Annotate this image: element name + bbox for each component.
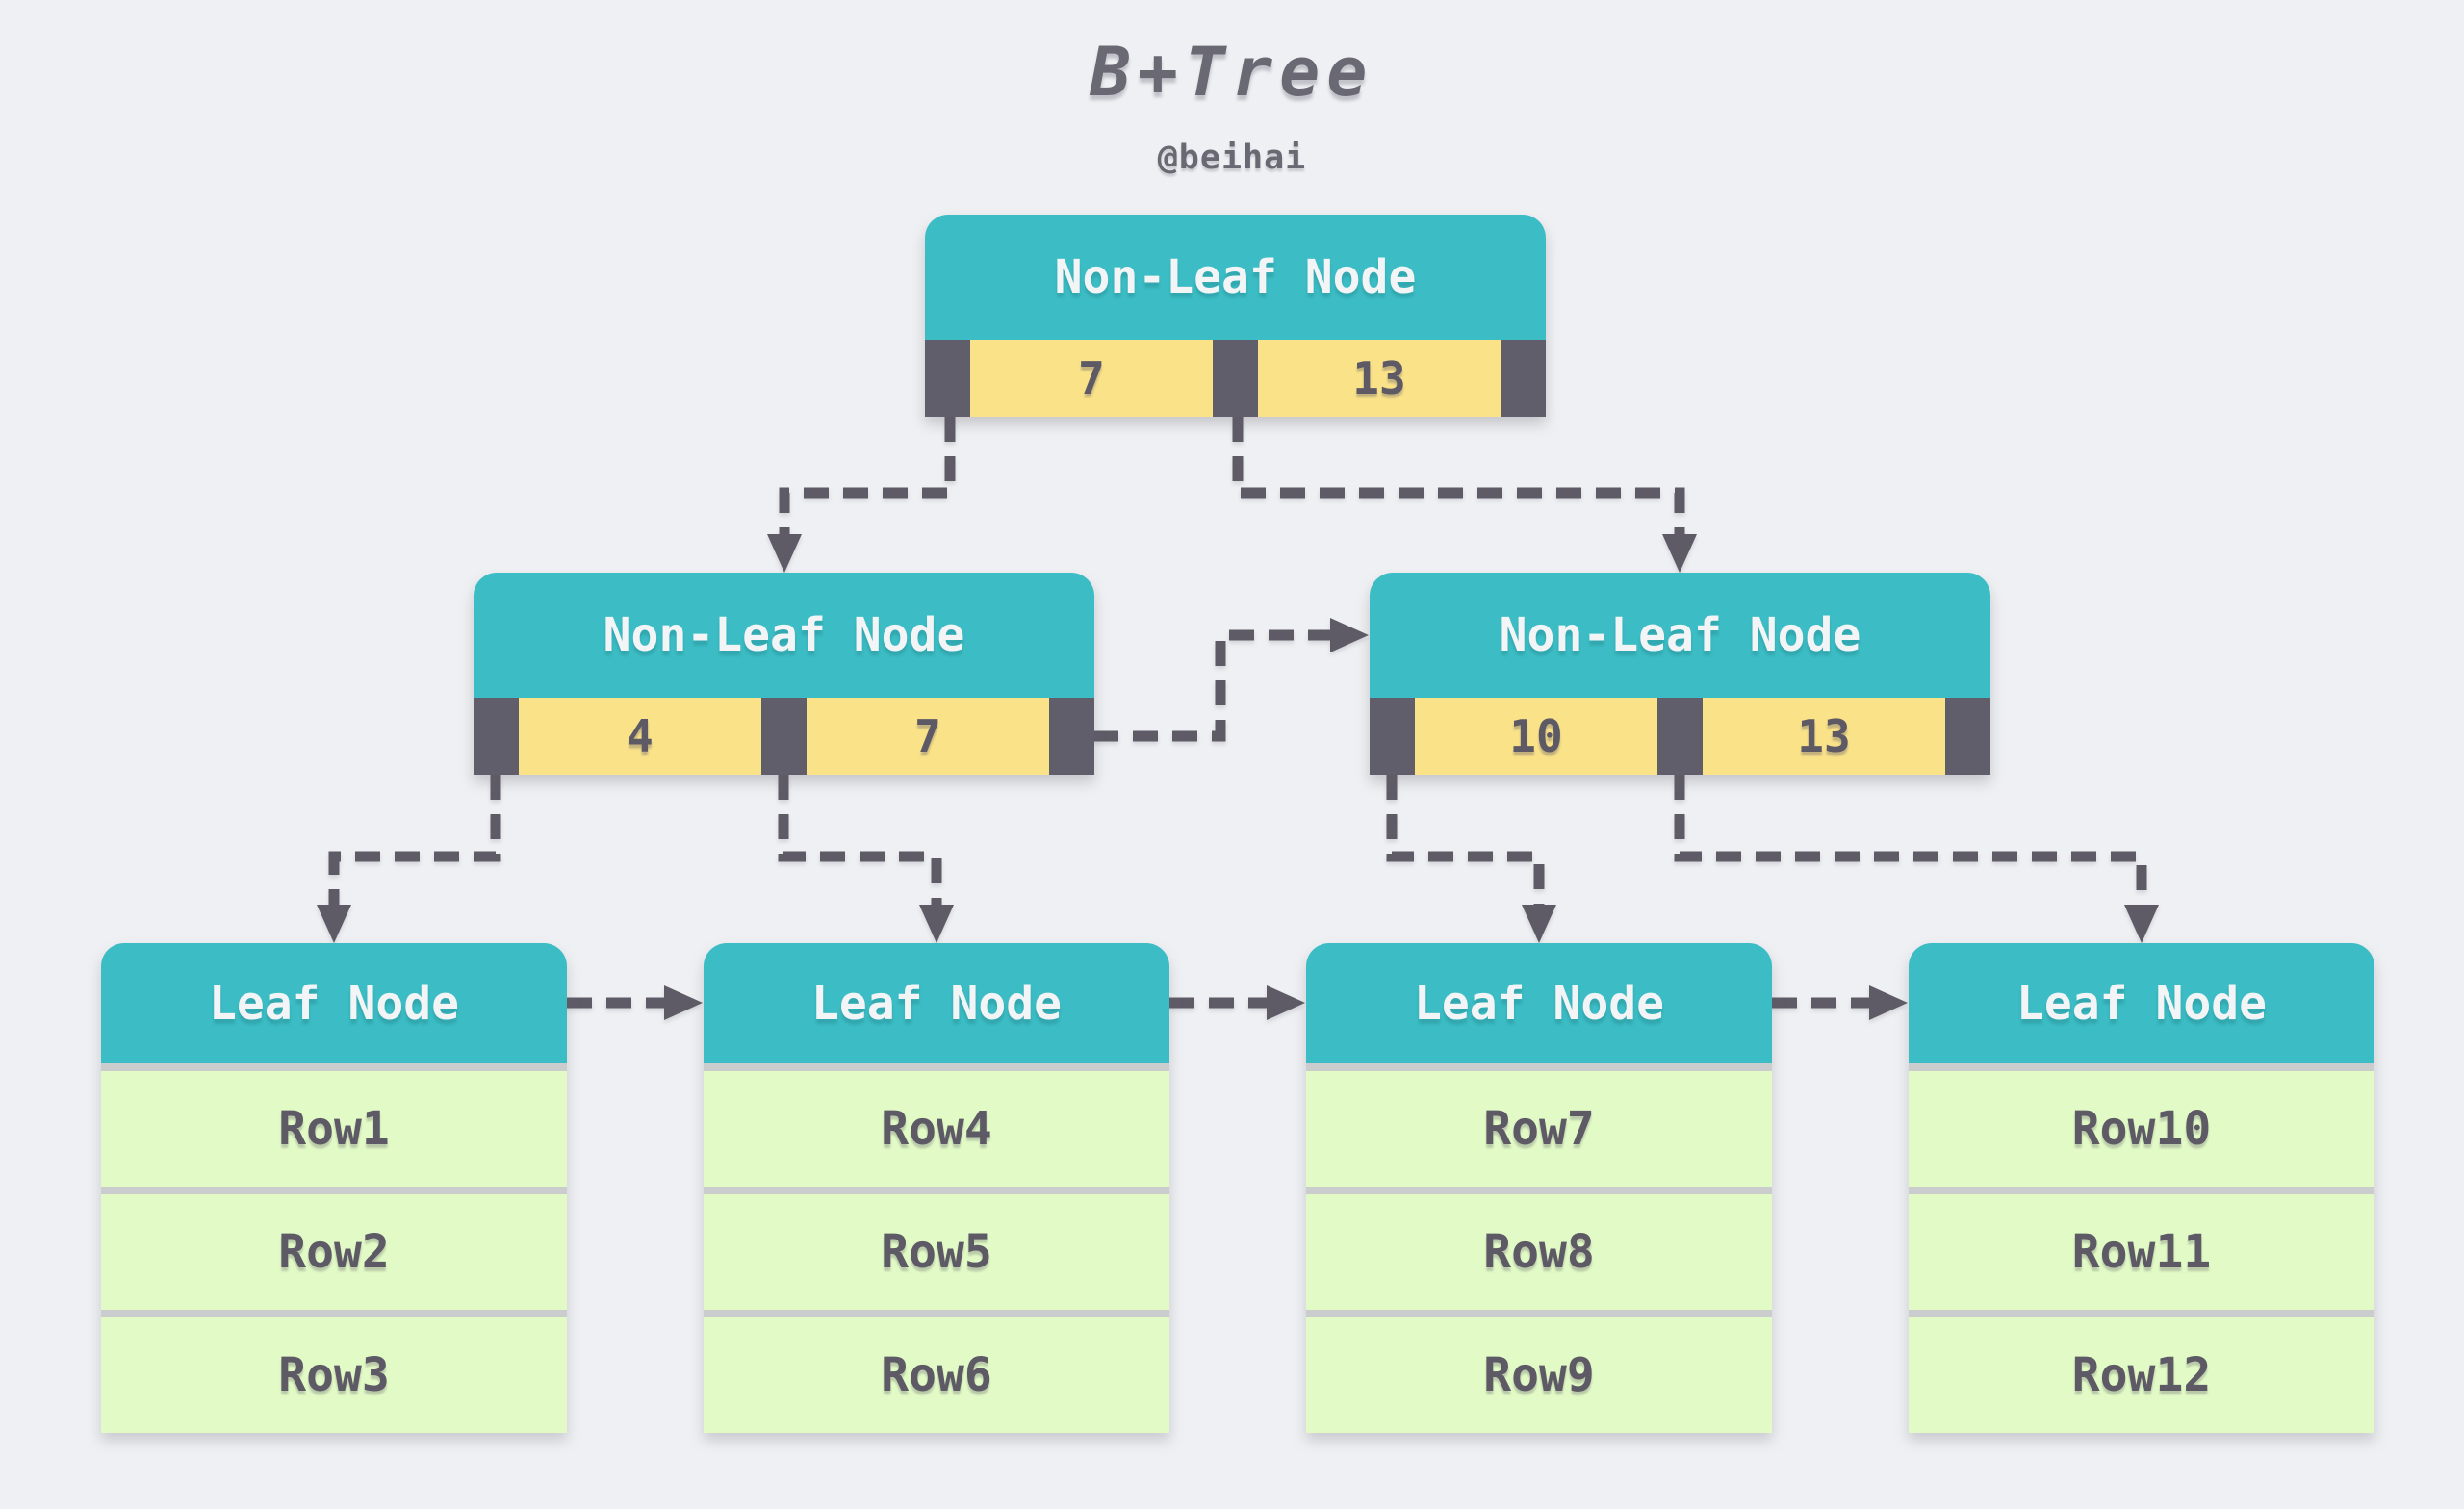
edge-internal-right-to-leaf-4 xyxy=(1674,775,2159,943)
table-row: Row10 xyxy=(1909,1071,2374,1187)
node-title: Leaf Node xyxy=(101,943,567,1063)
row-list: Row1 Row2 Row3 xyxy=(101,1063,567,1433)
node-title: Leaf Node xyxy=(704,943,1169,1063)
table-row: Row9 xyxy=(1306,1317,1772,1433)
key-cell: 13 xyxy=(1703,698,1945,775)
key-cell: 7 xyxy=(970,340,1213,417)
table-row: Row12 xyxy=(1909,1317,2374,1433)
edge-internal-left-to-leaf-2 xyxy=(778,775,954,943)
pointer-cell xyxy=(1501,340,1546,417)
edge-root-to-internal-right xyxy=(1232,417,1697,573)
table-row: Row7 xyxy=(1306,1071,1772,1187)
table-row: Row3 xyxy=(101,1317,567,1433)
row-list: Row10 Row11 Row12 xyxy=(1909,1063,2374,1433)
node-title: Leaf Node xyxy=(1909,943,2374,1063)
key-cell: 7 xyxy=(807,698,1049,775)
key-row: 7 13 xyxy=(925,340,1546,417)
table-row: Row1 xyxy=(101,1071,567,1187)
key-cell: 4 xyxy=(519,698,761,775)
table-row: Row4 xyxy=(704,1071,1169,1187)
key-cell: 10 xyxy=(1415,698,1657,775)
pointer-cell xyxy=(1945,698,1990,775)
table-row: Row8 xyxy=(1306,1194,1772,1310)
edge-root-to-internal-left xyxy=(767,417,956,573)
pointer-cell xyxy=(1049,698,1094,775)
page-title: B+Tree xyxy=(1090,33,1374,112)
table-row: Row5 xyxy=(704,1194,1169,1310)
pointer-cell xyxy=(761,698,807,775)
pointer-cell xyxy=(1213,340,1258,417)
leaf-node-1: Leaf Node Row1 Row2 Row3 xyxy=(101,943,567,1433)
edge-internal-left-to-leaf-1 xyxy=(317,775,501,943)
key-row: 10 13 xyxy=(1370,698,1990,775)
node-title: Leaf Node xyxy=(1306,943,1772,1063)
internal-node-right: Non-Leaf Node 10 13 xyxy=(1370,573,1990,775)
node-title: Non-Leaf Node xyxy=(1370,573,1990,698)
pointer-cell xyxy=(925,340,970,417)
key-row: 4 7 xyxy=(474,698,1094,775)
author-handle: @beihai xyxy=(1157,139,1307,177)
leaf-node-3: Leaf Node Row7 Row8 Row9 xyxy=(1306,943,1772,1433)
node-title: Non-Leaf Node xyxy=(474,573,1094,698)
pointer-cell xyxy=(474,698,519,775)
leaf-node-4: Leaf Node Row10 Row11 Row12 xyxy=(1909,943,2374,1433)
internal-node-left: Non-Leaf Node 4 7 xyxy=(474,573,1094,775)
edge-internal-left-to-internal-right xyxy=(1093,618,1369,742)
pointer-cell xyxy=(1370,698,1415,775)
node-title: Non-Leaf Node xyxy=(925,215,1546,340)
table-row: Row11 xyxy=(1909,1194,2374,1310)
row-list: Row4 Row5 Row6 xyxy=(704,1063,1169,1433)
edge-internal-right-to-leaf-3 xyxy=(1386,775,1556,943)
row-list: Row7 Row8 Row9 xyxy=(1306,1063,1772,1433)
table-row: Row6 xyxy=(704,1317,1169,1433)
table-row: Row2 xyxy=(101,1194,567,1310)
root-node: Non-Leaf Node 7 13 xyxy=(925,215,1546,417)
pointer-cell xyxy=(1657,698,1703,775)
leaf-node-2: Leaf Node Row4 Row5 Row6 xyxy=(704,943,1169,1433)
key-cell: 13 xyxy=(1258,340,1501,417)
